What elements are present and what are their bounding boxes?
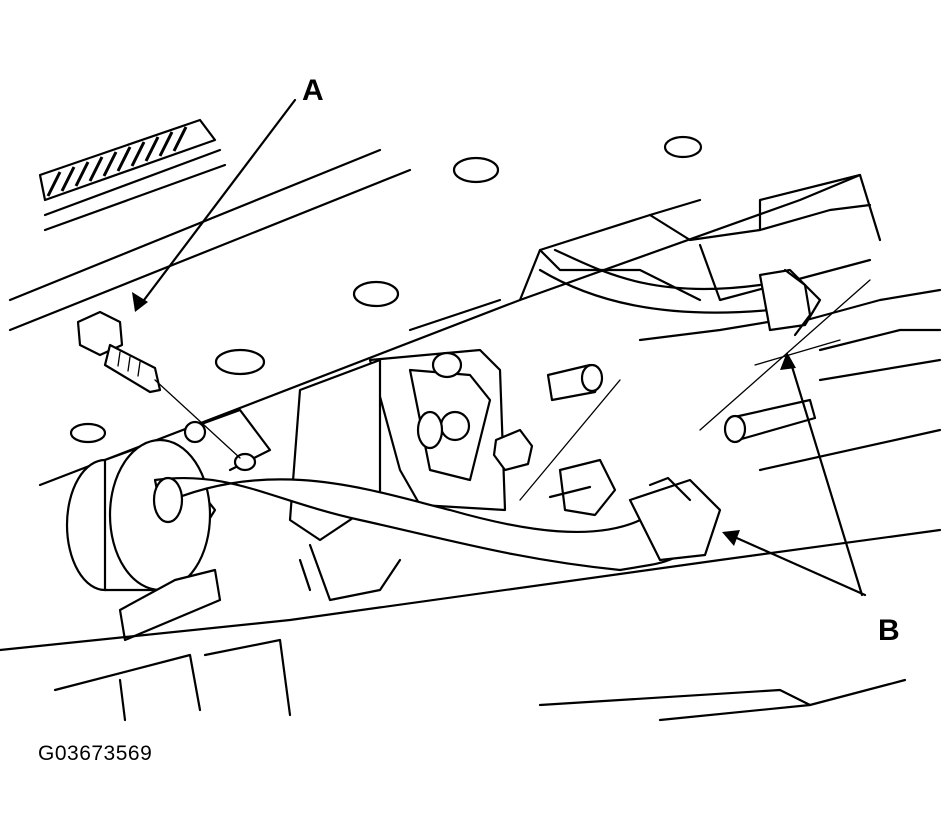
mount-bracket [288, 348, 534, 602]
fluid-hose [152, 476, 722, 572]
label-a: A [302, 74, 324, 107]
drum-assembly [65, 408, 272, 642]
case-holes [69, 135, 703, 444]
hatched-block [38, 118, 227, 232]
figure-code: G03673569 [38, 742, 153, 765]
leader-lines [132, 98, 867, 597]
bolt-a [76, 310, 241, 459]
label-b: B [878, 614, 900, 647]
oil-pan [0, 528, 942, 722]
hose-fittings [519, 279, 871, 501]
upper-hose-clamp [538, 248, 822, 517]
